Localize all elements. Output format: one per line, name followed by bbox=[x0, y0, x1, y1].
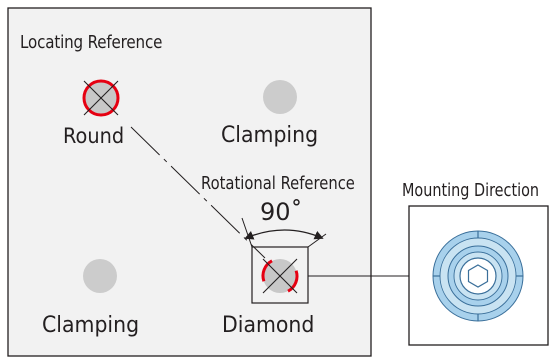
clamping-point-bottom-left bbox=[83, 259, 117, 293]
hex-socket-mount-icon bbox=[432, 230, 524, 322]
diamond-pin-frame bbox=[251, 246, 309, 304]
clamping-point-top-right bbox=[263, 80, 297, 114]
diamond-label: Diamond bbox=[222, 313, 315, 338]
locating-reference-label: Locating Reference bbox=[20, 32, 163, 53]
clamping-label-top: Clamping bbox=[221, 123, 319, 148]
rotational-reference-label: Rotational Reference bbox=[201, 173, 355, 194]
clamping-label-bottom: Clamping bbox=[42, 313, 140, 338]
angle-label: 90˚ bbox=[260, 198, 303, 226]
reference-line bbox=[130, 126, 266, 259]
double-headed-arc-arrow-icon bbox=[244, 229, 324, 240]
round-label: Round bbox=[63, 124, 125, 148]
round-pin-crossed-circle-icon bbox=[82, 79, 120, 117]
diamond-pin-crossed-circle-icon bbox=[261, 258, 299, 294]
mounting-direction-label: Mounting Direction bbox=[402, 180, 540, 201]
fixture-plate bbox=[7, 7, 372, 357]
